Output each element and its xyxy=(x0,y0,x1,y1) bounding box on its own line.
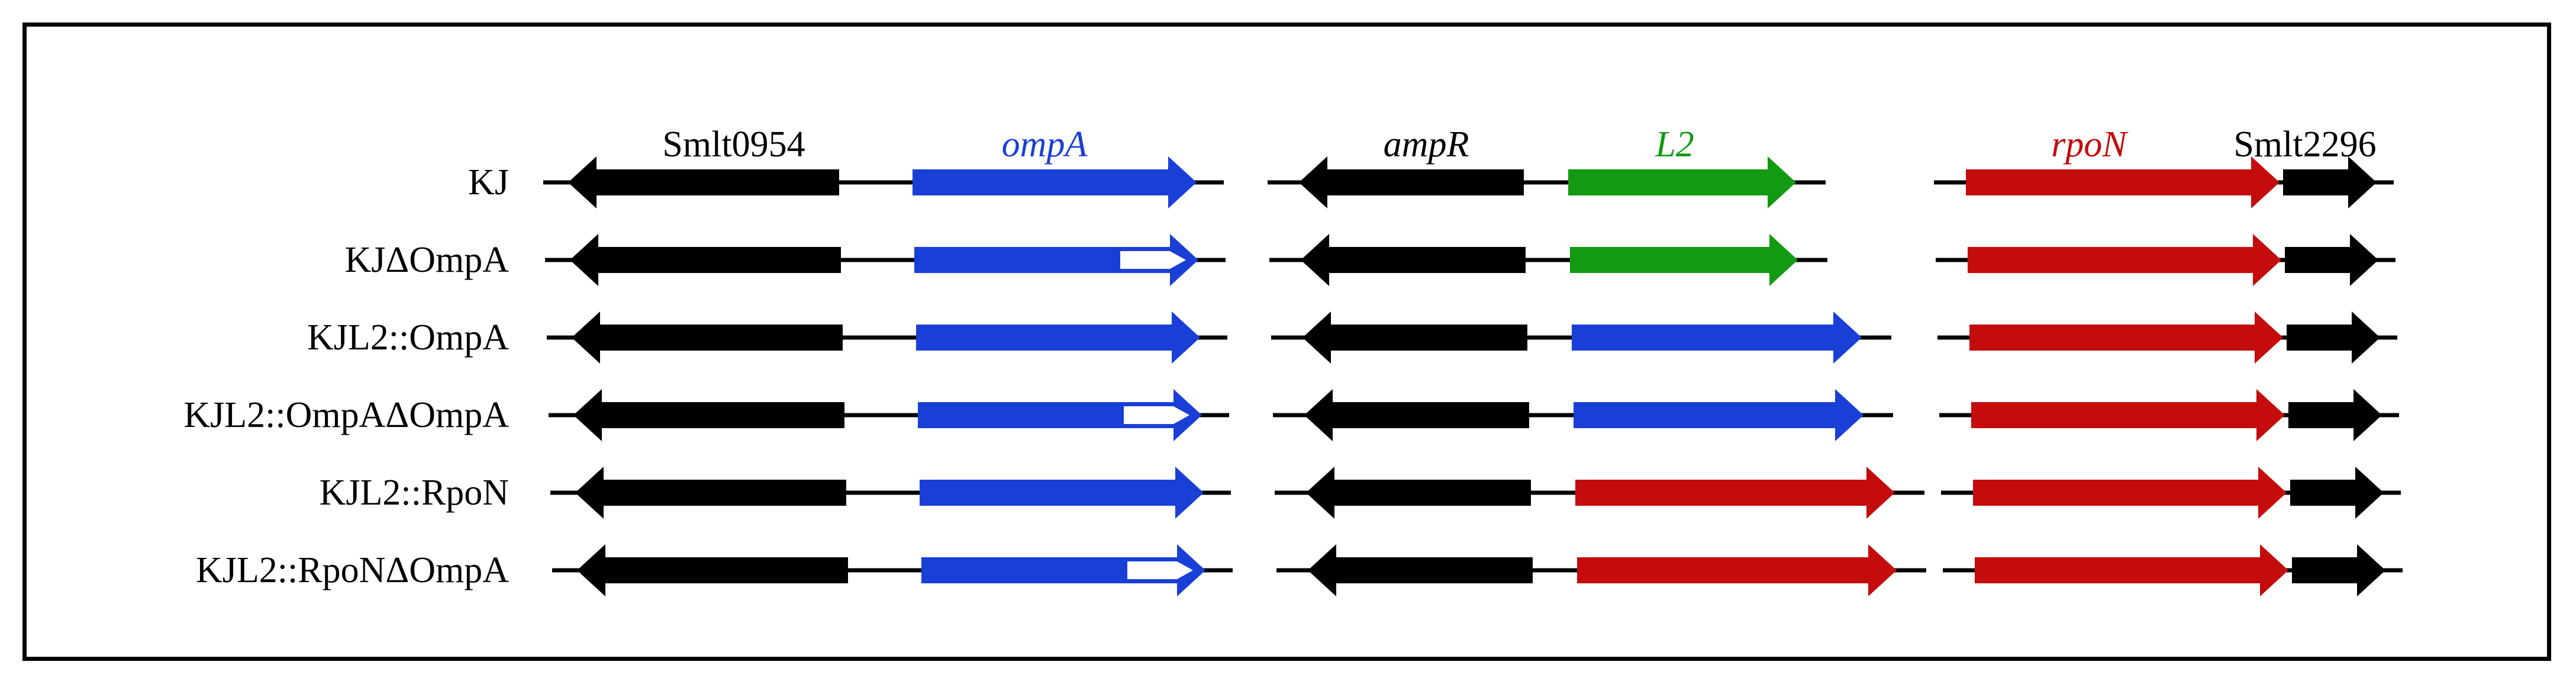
smlt0954-arrow xyxy=(577,544,848,596)
strain-label: KJL2::OmpAΔOmpA xyxy=(183,395,509,435)
gene-label-smlt0954: Smlt0954 xyxy=(662,124,805,165)
ompA-arrow xyxy=(1572,312,1862,364)
smlt2296-arrow xyxy=(2283,156,2377,208)
ompA-arrow xyxy=(920,467,1204,519)
rpoN-arrow xyxy=(1969,312,2283,364)
ompA-arrow xyxy=(918,389,1202,441)
strain-label: KJL2::RpoNΔOmpA xyxy=(196,550,509,590)
ompA-arrow xyxy=(913,156,1197,208)
gene-label-smlt2296: Smlt2296 xyxy=(2233,124,2376,165)
ompA-deletion-tip xyxy=(1173,406,1189,424)
smlt0954-arrow xyxy=(572,312,843,364)
rpoN-arrow xyxy=(1575,467,1895,519)
ompA-deletion-region xyxy=(1127,561,1177,579)
strain-row: KJ xyxy=(468,156,2394,208)
smlt0954-arrow xyxy=(568,156,839,208)
strain-row: KJL2::OmpAΔOmpA xyxy=(183,389,2399,441)
gene-label-ompA: ompA xyxy=(1002,124,1088,165)
L2-arrow xyxy=(1570,234,1798,286)
ompA-deletion-tip xyxy=(1170,251,1186,269)
ompA-deletion-tip xyxy=(1177,561,1193,579)
smlt2296-arrow xyxy=(2285,234,2378,286)
ampR-arrow xyxy=(1304,389,1529,441)
ampR-arrow xyxy=(1302,312,1527,364)
ompA-arrow xyxy=(1574,389,1864,441)
smlt2296-arrow xyxy=(2292,544,2385,596)
smlt2296-arrow xyxy=(2287,312,2380,364)
strain-label: KJL2::OmpA xyxy=(307,317,509,358)
gene-label-L2: L2 xyxy=(1655,124,1694,165)
strain-row: KJL2::RpoNΔOmpA xyxy=(196,544,2403,596)
smlt0954-arrow xyxy=(570,234,841,286)
ampR-arrow xyxy=(1301,234,1526,286)
ompA-deletion-region xyxy=(1124,406,1173,424)
ompA-arrow xyxy=(921,544,1205,596)
ampR-arrow xyxy=(1308,544,1533,596)
rpoN-arrow xyxy=(1968,234,2281,286)
L2-arrow xyxy=(1568,156,1796,208)
strain-row: KJΔOmpA xyxy=(344,234,2396,286)
smlt2296-arrow xyxy=(2290,467,2384,519)
strain-label: KJ xyxy=(468,162,509,203)
rpoN-arrow xyxy=(1577,544,1897,596)
smlt0954-arrow xyxy=(573,389,844,441)
ompA-arrow xyxy=(916,312,1200,364)
gene-labels: Smlt0954 ompA ampR L2 rpoN Smlt2296 xyxy=(662,124,2376,165)
smlt0954-arrow xyxy=(575,467,846,519)
strain-row: KJL2::OmpA xyxy=(307,312,2397,364)
ampR-arrow xyxy=(1299,156,1524,208)
rpoN-arrow xyxy=(1971,389,2285,441)
rpoN-arrow xyxy=(1973,467,2287,519)
ampR-arrow xyxy=(1306,467,1531,519)
ompA-arrow xyxy=(914,234,1198,286)
smlt2296-arrow xyxy=(2288,389,2382,441)
strain-label: KJΔOmpA xyxy=(344,240,509,280)
strain-row: KJL2::RpoN xyxy=(320,467,2401,519)
rpoN-arrow xyxy=(1966,156,2280,208)
strain-rows: KJKJΔOmpAKJL2::OmpAKJL2::OmpAΔOmpAKJL2::… xyxy=(183,156,2403,596)
strain-label: KJL2::RpoN xyxy=(320,473,509,513)
gene-label-ampR: ampR xyxy=(1384,124,1469,165)
ompA-deletion-region xyxy=(1120,251,1170,269)
gene-label-rpoN: rpoN xyxy=(2051,124,2129,165)
rpoN-arrow xyxy=(1975,544,2288,596)
